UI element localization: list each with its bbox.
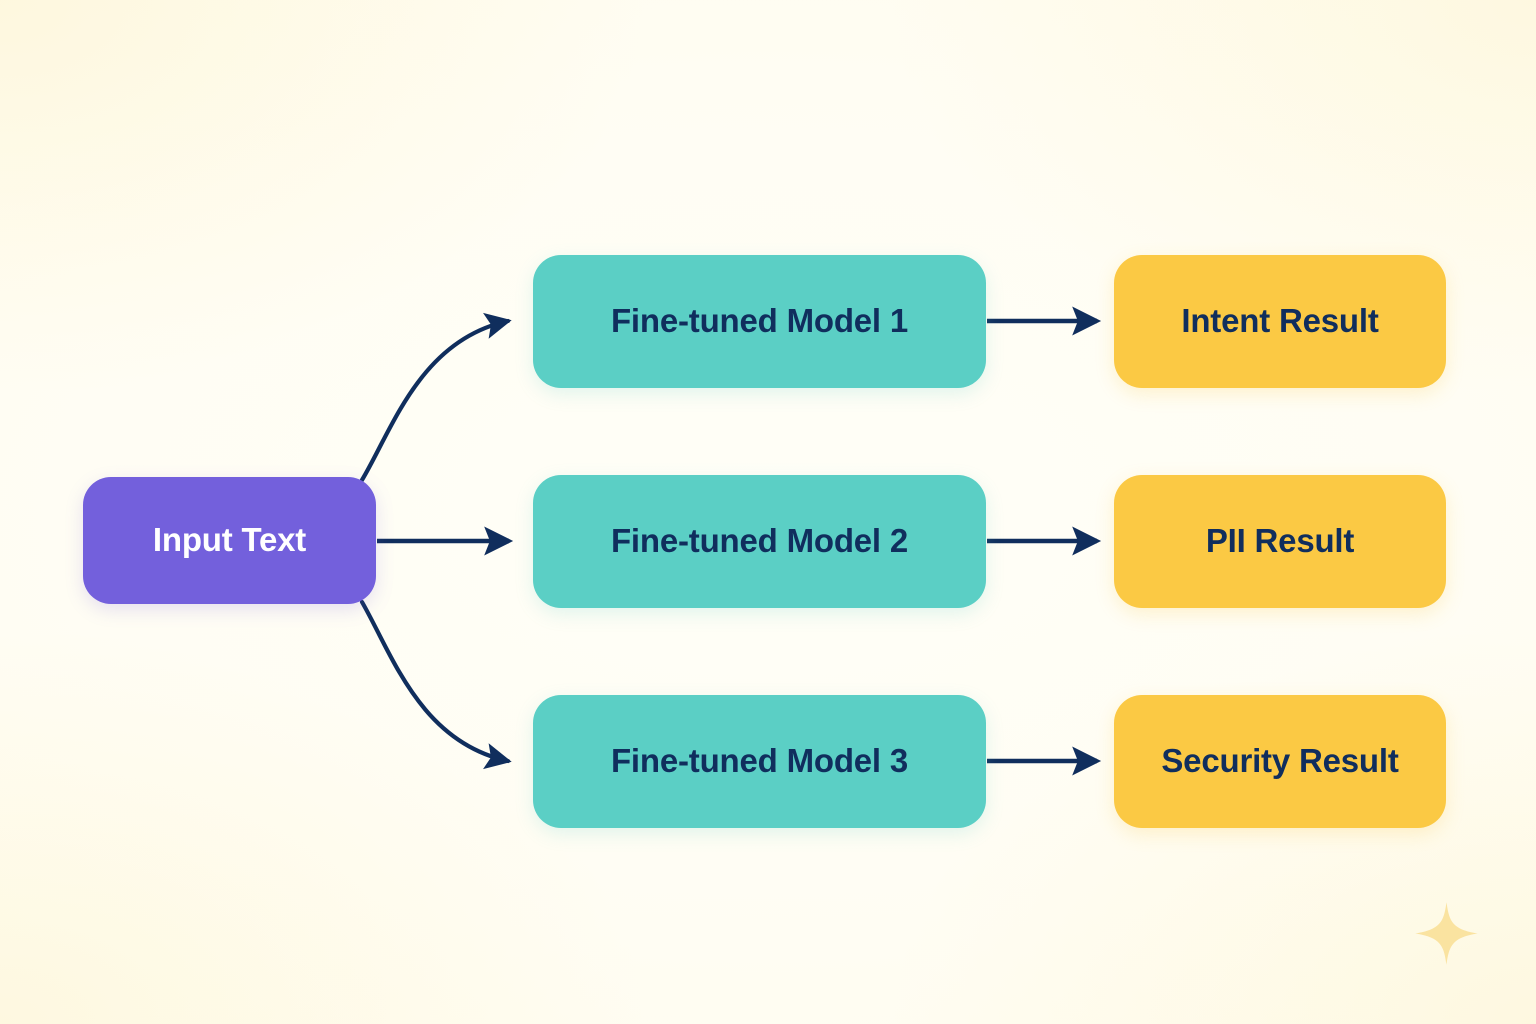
node-fine-tuned-model-1[interactable]: Fine-tuned Model 1 (533, 255, 986, 388)
node-fine-tuned-model-2-label: Fine-tuned Model 2 (610, 522, 909, 560)
edge-input-to-model-1 (359, 312, 512, 483)
node-security-result[interactable]: Security Result (1114, 695, 1446, 828)
node-intent-result[interactable]: Intent Result (1114, 255, 1446, 388)
node-input-text[interactable]: Input Text (83, 477, 376, 604)
node-fine-tuned-model-3[interactable]: Fine-tuned Model 3 (533, 695, 986, 828)
node-pii-result-label: PII Result (1205, 522, 1355, 560)
node-fine-tuned-model-1-label: Fine-tuned Model 1 (610, 302, 909, 340)
sparkle-icon (1415, 902, 1478, 965)
edge-input-to-model-3 (359, 599, 512, 770)
node-security-result-label: Security Result (1161, 742, 1399, 780)
node-fine-tuned-model-2[interactable]: Fine-tuned Model 2 (533, 475, 986, 608)
node-intent-result-label: Intent Result (1181, 302, 1379, 340)
node-pii-result[interactable]: PII Result (1114, 475, 1446, 608)
node-input-text-label: Input Text (152, 521, 307, 559)
node-fine-tuned-model-3-label: Fine-tuned Model 3 (610, 742, 909, 780)
